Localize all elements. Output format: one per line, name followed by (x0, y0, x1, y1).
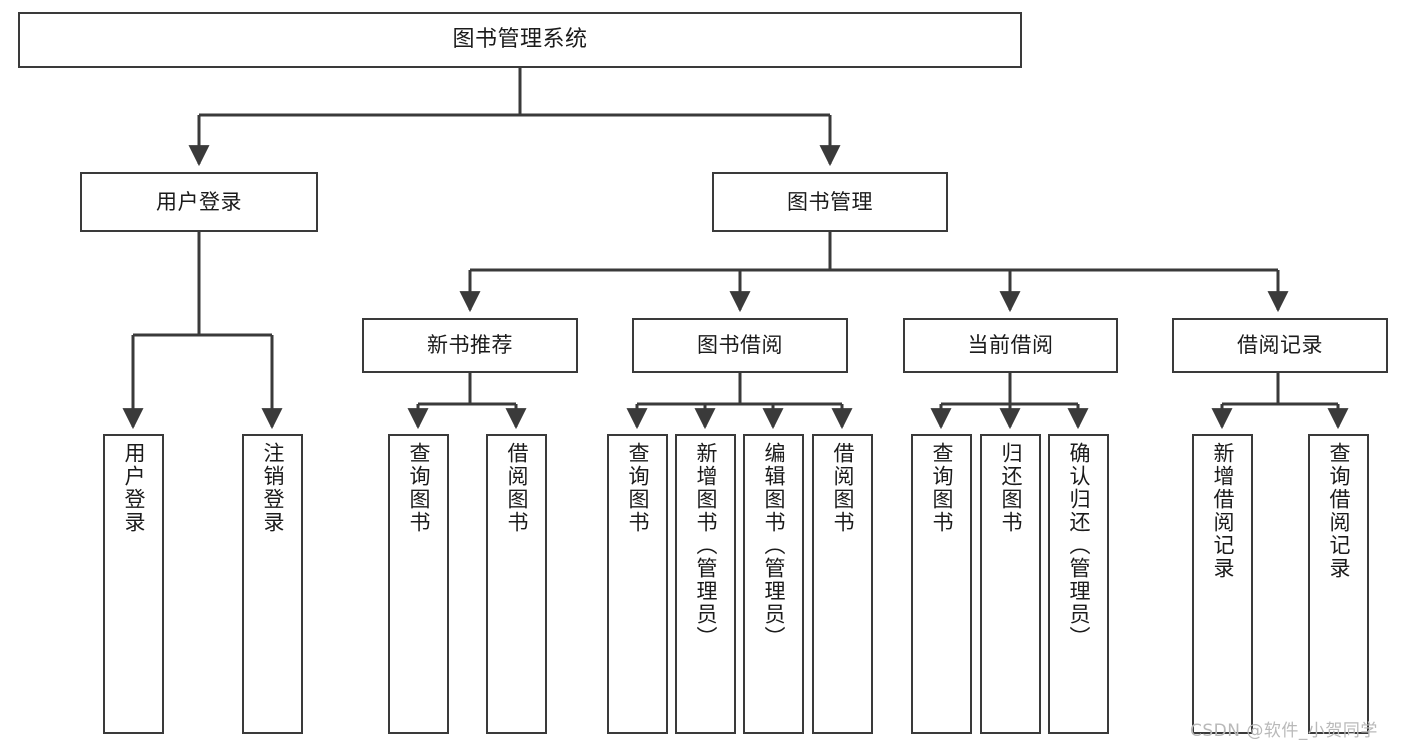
node-label: 新增借阅记录 (1211, 442, 1235, 580)
node-label: 图书管理 (787, 189, 873, 214)
leaf-confirm-return-admin[interactable]: 确认归还（管理员） (1048, 434, 1109, 734)
node-book-manage[interactable]: 图书管理 (712, 172, 948, 232)
node-label: 借阅图书 (831, 442, 855, 534)
node-label: 用户登录 (156, 189, 242, 214)
leaf-add-borrow-record[interactable]: 新增借阅记录 (1192, 434, 1253, 734)
leaf-edit-book-admin[interactable]: 编辑图书（管理员） (743, 434, 804, 734)
leaf-query-book-borrow[interactable]: 查询图书 (607, 434, 668, 734)
leaf-query-book-current[interactable]: 查询图书 (911, 434, 972, 734)
node-label: 查询图书 (626, 442, 650, 534)
leaf-user-login[interactable]: 用户登录 (103, 434, 164, 734)
node-label: 新书推荐 (427, 333, 513, 358)
node-label: 图书借阅 (697, 333, 783, 358)
leaf-query-book-new-rec[interactable]: 查询图书 (388, 434, 449, 734)
node-new-book-recommendation[interactable]: 新书推荐 (362, 318, 578, 373)
node-label: 新增图书（管理员） (694, 442, 718, 649)
leaf-borrow-book-new-rec[interactable]: 借阅图书 (486, 434, 547, 734)
node-label: 图书管理系统 (452, 26, 588, 52)
node-label: 查询图书 (930, 442, 954, 534)
leaf-query-borrow-record[interactable]: 查询借阅记录 (1308, 434, 1369, 734)
leaf-return-book[interactable]: 归还图书 (980, 434, 1041, 734)
node-label: 归还图书 (999, 442, 1023, 534)
node-book-borrow[interactable]: 图书借阅 (632, 318, 848, 373)
node-label: 查询图书 (407, 442, 431, 534)
node-borrow-record[interactable]: 借阅记录 (1172, 318, 1388, 373)
node-user-login[interactable]: 用户登录 (80, 172, 318, 232)
node-label: 查询借阅记录 (1327, 442, 1351, 580)
node-label: 编辑图书（管理员） (762, 442, 786, 649)
node-current-borrow[interactable]: 当前借阅 (903, 318, 1118, 373)
leaf-user-logout[interactable]: 注销登录 (242, 434, 303, 734)
node-label: 确认归还（管理员） (1067, 442, 1091, 649)
node-label: 当前借阅 (967, 333, 1054, 358)
leaf-borrow-book[interactable]: 借阅图书 (812, 434, 873, 734)
node-label: 借阅记录 (1237, 333, 1323, 358)
leaf-add-book-admin[interactable]: 新增图书（管理员） (675, 434, 736, 734)
node-root-book-management-system[interactable]: 图书管理系统 (18, 12, 1022, 68)
csdn-watermark: CSDN @软件_小贺同学 (1190, 721, 1378, 741)
node-label: 用户登录 (122, 442, 146, 534)
node-label: 借阅图书 (505, 442, 529, 534)
node-label: 注销登录 (261, 442, 285, 534)
